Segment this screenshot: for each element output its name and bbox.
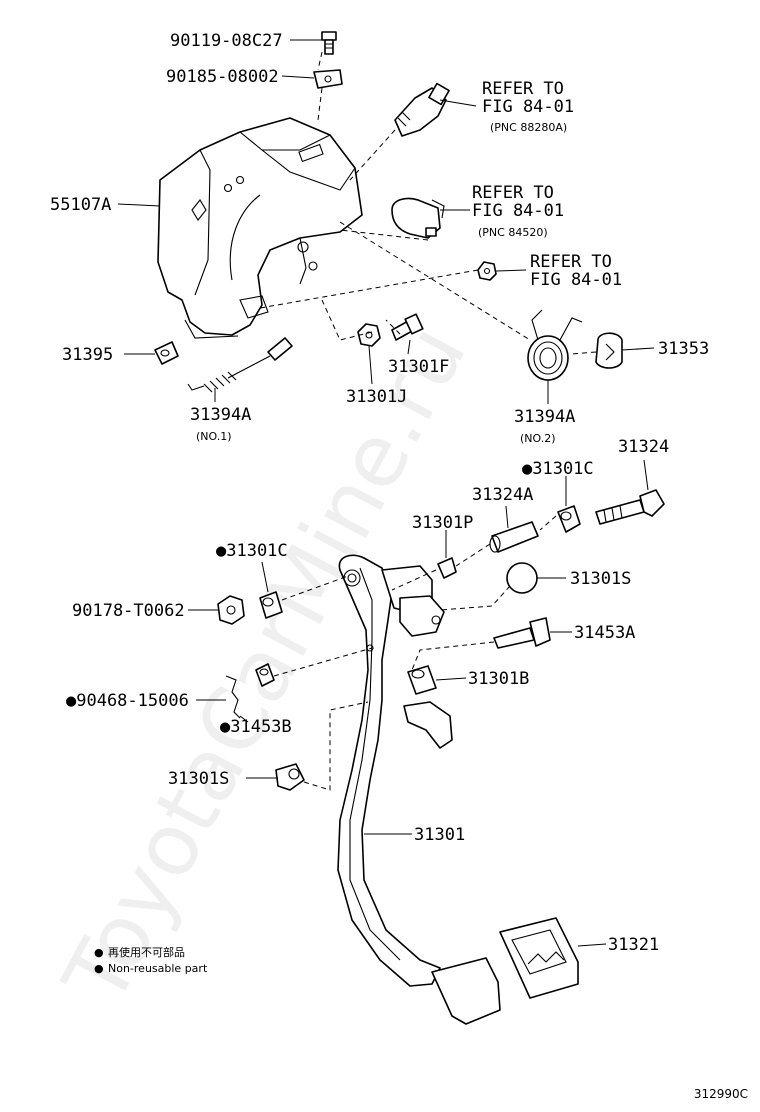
label-31301P: 31301P [412, 513, 473, 533]
leader-lines [117, 39, 655, 947]
pedal-pad-31321-icon [431, 917, 579, 1025]
label-31301J: 31301J [346, 387, 407, 407]
figure-code: 312990C [694, 1087, 748, 1101]
bolt-31301F-icon [391, 313, 424, 341]
legend-bullet-2: ● [94, 962, 104, 975]
label-31301S-right: 31301S [570, 569, 631, 589]
label-31324A: 31324A [472, 485, 533, 505]
bolt-31324-icon [595, 489, 665, 525]
label-90185-08002: 90185-08002 [166, 67, 279, 87]
bush-31324A-icon [489, 521, 539, 553]
bush-31453B-icon [255, 663, 275, 687]
collar-31301C-left-icon [259, 591, 283, 619]
pedal-lever-31301 [337, 554, 453, 987]
bolt-31453A-icon [493, 617, 551, 649]
clip-nut-90185-icon [313, 69, 343, 89]
legend-line-1: 再使用不可部品 [108, 945, 185, 959]
label-ref3-line1: REFER TO [530, 252, 612, 272]
label-ref2-line3: (PNC 84520) [478, 226, 548, 239]
label-31453B: ●31453B [220, 717, 292, 737]
cushion-31395-icon [154, 341, 179, 365]
label-31394A-no2-note: (NO.2) [520, 432, 556, 445]
nut-90178-icon [217, 595, 245, 625]
label-ref1-line1: REFER TO [482, 79, 564, 99]
label-31301S-left: 31301S [168, 769, 229, 789]
label-ref2-line1: REFER TO [472, 183, 554, 203]
label-31301F: 31301F [388, 357, 449, 377]
collar-31301C-top-icon [557, 505, 581, 533]
label-31453A: 31453A [574, 623, 635, 643]
assembly-lines [259, 51, 597, 791]
label-90119-08C27: 90119-08C27 [170, 31, 283, 51]
nut-31301J-icon [357, 323, 381, 347]
cushion-31301S-left-icon [275, 763, 305, 791]
bolt-90119-icon [321, 31, 337, 55]
label-ref2-line2: FIG 84-01 [472, 201, 564, 221]
label-31353: 31353 [658, 339, 709, 359]
bushing-31353-icon [595, 332, 623, 369]
label-31394A-no2: 31394A [514, 407, 575, 427]
label-ref1-line2: FIG 84-01 [482, 97, 574, 117]
clip-31301P-icon [437, 557, 457, 579]
label-31301C-left: ●31301C [216, 541, 288, 561]
label-31301B: 31301B [468, 669, 529, 689]
label-ref3-line2: FIG 84-01 [530, 270, 622, 290]
cushion-31301B-icon [407, 665, 437, 695]
pedal-bracket-55107A [157, 117, 363, 339]
legend-bullet-1: ● [94, 946, 104, 959]
spring-rod-31394A-no1-icon [187, 337, 293, 393]
label-31394A-no1: 31394A [190, 405, 251, 425]
label-55107A: 55107A [50, 195, 111, 215]
stop-lamp-switch-icon [394, 82, 450, 137]
label-31321: 31321 [608, 935, 659, 955]
label-31301: 31301 [414, 825, 465, 845]
ball-31301S-right-icon [506, 562, 538, 594]
label-31395: 31395 [62, 345, 113, 365]
legend: ● 再使用不可部品 ● Non-reusable part [94, 945, 208, 975]
pedal-sensor-icon [391, 197, 445, 239]
hex-nut-ref-icon [477, 261, 497, 281]
legend-line-2: Non-reusable part [108, 962, 208, 975]
label-31301C-top: ●31301C [522, 459, 594, 479]
label-ref1-line3: (PNC 88280A) [490, 121, 567, 134]
label-90178-T0062: 90178-T0062 [72, 601, 185, 621]
label-90468-15006: ●90468-15006 [66, 691, 189, 711]
label-31394A-no1-note: (NO.1) [196, 430, 232, 443]
label-31324: 31324 [618, 437, 669, 457]
clip-90468-icon [225, 675, 241, 719]
torsion-spring-31394A-no2-icon [527, 309, 583, 381]
